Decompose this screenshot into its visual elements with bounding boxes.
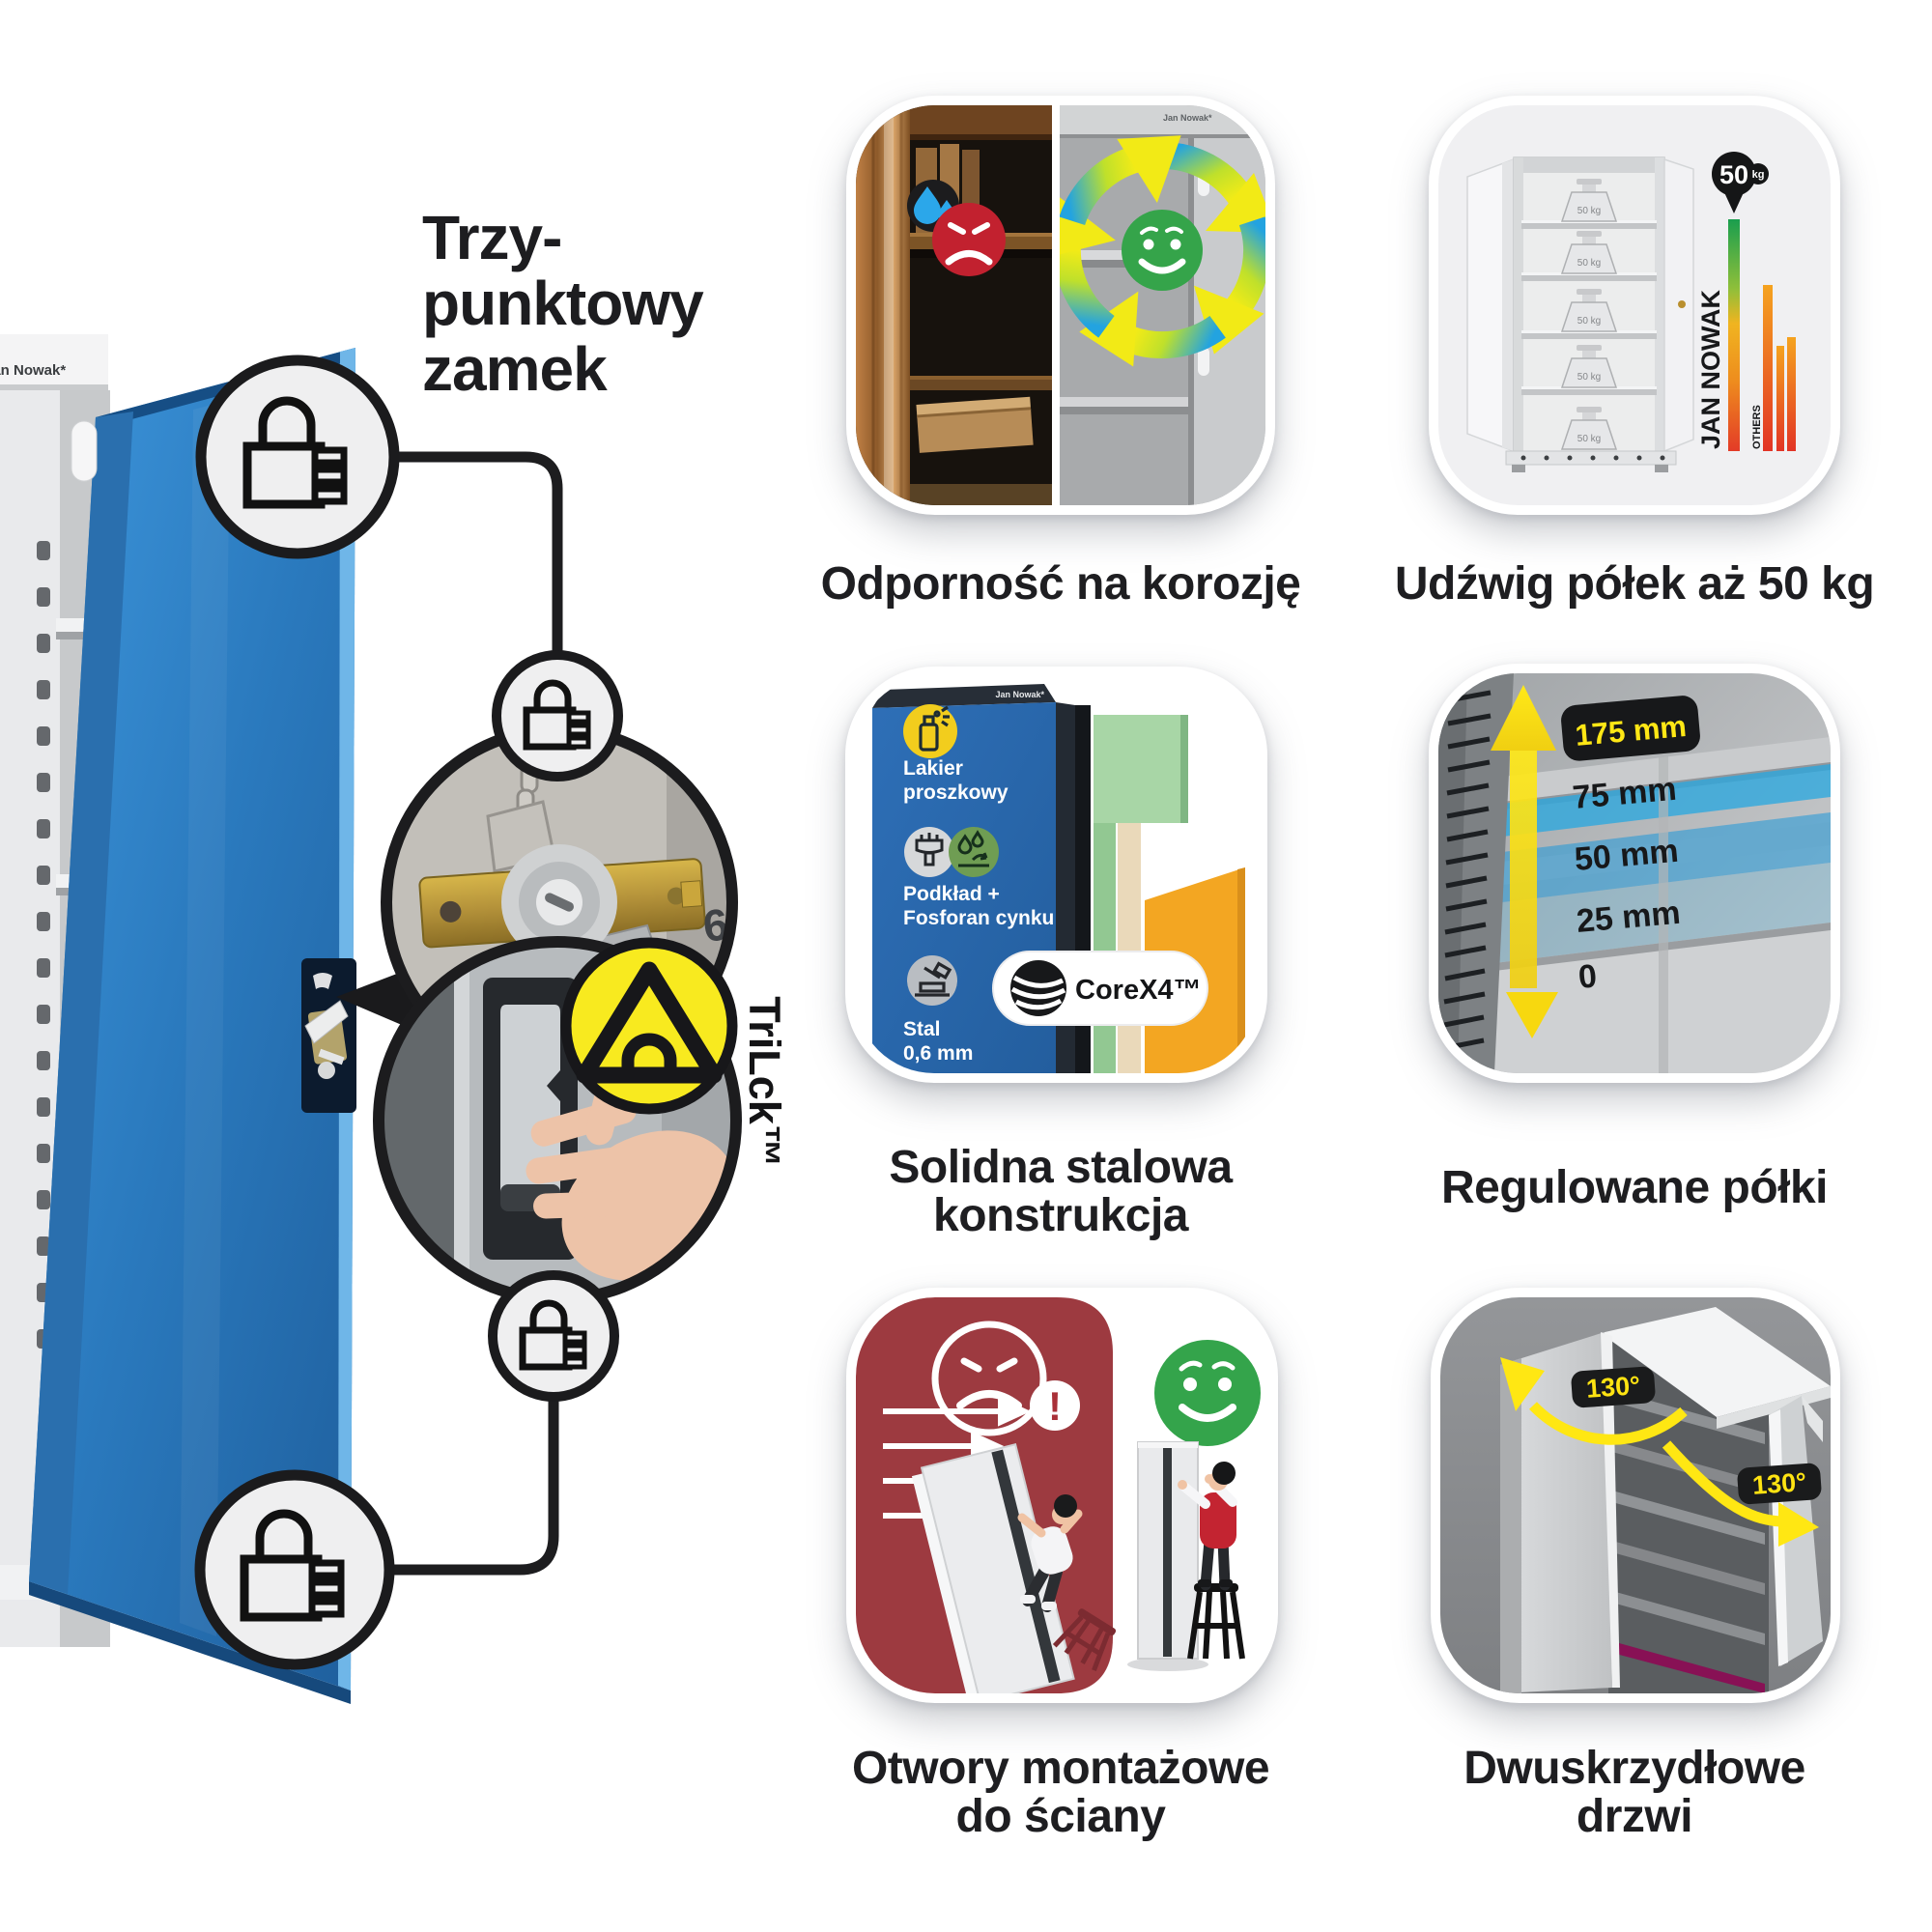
callout-line-top [394,451,563,654]
height-labels: 175 mm 75 mm 50 mm 25 mm 0 [1561,696,1700,996]
alert-badge: ! [1030,1380,1080,1431]
caption-corrosion: Odporność na korozję [820,558,1301,610]
brush-icon [915,833,944,867]
door-hinge [71,420,98,482]
padlock-icon [242,396,348,509]
spray-can-icon [919,705,950,752]
upright-cabinet [1137,1441,1199,1660]
door-handle [500,1005,560,1206]
svg-text:50 kg: 50 kg [1577,206,1601,216]
hammer-icon [915,961,952,997]
shelf-scene [1494,733,1831,1073]
cabinet-with-weights: 50 kg 50 kg 50 kg 50 kg 50 kg [1466,156,1694,472]
zinc-drops-icon [957,830,989,867]
brand-label: Jan Nowak* [1163,113,1212,123]
trilck-label: TriLck™ [740,996,789,1168]
old-wooden-cabinet [856,105,1052,505]
svg-text:50 kg: 50 kg [1577,316,1601,327]
cardboard-box [916,396,1034,453]
helper-boy [1178,1462,1237,1591]
lockpoint-bottom-left [194,1469,395,1670]
svg-text:Fosforan cynku: Fosforan cynku [903,907,1054,929]
trilck-shackle-icon [621,1033,677,1075]
svg-text:130°: 130° [1585,1371,1641,1404]
tile-double-doors: 130° 130° [1431,1288,1840,1703]
title-line-3: zamek [422,334,608,404]
svg-text:50 mm: 50 mm [1573,833,1680,878]
brand-label: Jan Nowak* [995,690,1044,699]
brand-label: Jan Nowak* [0,362,66,379]
trilck-tent-icon [576,961,723,1084]
tile-wall-mounting: ! [846,1288,1278,1703]
padlock-icon [240,1509,345,1622]
feature-powder-coating: Lakier proszkowy [903,704,1009,804]
trilck-badge [560,937,738,1115]
climbing-boy [1017,1494,1083,1612]
padlock-icon [523,679,591,751]
door-lock-cutout [301,958,356,1113]
page-title: Trzy- punktowy zamek [422,203,704,404]
bar-jannowak [1728,219,1740,451]
others-label: OTHERS [1751,405,1763,449]
svg-text:50 kg: 50 kg [1577,434,1601,444]
bar-other-3 [1787,337,1796,451]
happy-face-icon [1122,210,1203,291]
bar-other-2 [1776,346,1784,451]
height-ruler [1438,673,1514,1073]
svg-text:kg: kg [1752,169,1765,181]
tile-adjustable-shelves: 175 mm 75 mm 50 mm 25 mm 0 [1429,664,1840,1083]
svg-text:130°: 130° [1751,1467,1807,1500]
svg-text:CoreX4™: CoreX4™ [1075,975,1202,1006]
cabinet-lock-scene: Jan Nowak* [0,334,742,1704]
svg-text:0: 0 [1577,957,1598,996]
tile-shelf-load: 50 kg 50 kg 50 kg 50 kg 50 kg 50 kg [1429,96,1840,515]
svg-text:!: ! [1048,1383,1062,1429]
lockpoint-bottom [488,1270,619,1402]
metal-cabinet: Jan Nowak* [1060,105,1265,505]
tilting-cabinet [911,1443,1075,1693]
falling-stool [1052,1608,1117,1672]
lockpoint-top [195,355,400,559]
title-line-1: Trzy- [422,203,562,272]
svg-text:0,6 mm: 0,6 mm [903,1042,973,1065]
bar-other-1 [1763,285,1773,451]
padlock-icon [519,1299,587,1371]
caption-load: Udźwig półek aż 50 kg [1394,558,1875,610]
svg-text:Podkład +: Podkład + [903,883,1000,905]
svg-text:50 kg: 50 kg [1577,372,1601,383]
caption-shelves: Regulowane półki [1440,1162,1829,1213]
tile-corrosion: Jan Nowak* [846,96,1275,515]
sad-face-outline-icon [931,1321,1047,1436]
load-chart: JAN NOWAK OTHERS [1696,219,1796,451]
svg-text:75 mm: 75 mm [1571,771,1678,816]
svg-text:50 kg: 50 kg [1577,258,1601,269]
shelf-slots [37,541,50,1349]
recycle-arrows [1060,135,1265,367]
svg-text:Stal: Stal [903,1018,941,1040]
door-swing-arrows [1500,1357,1819,1547]
svg-text:50: 50 [1719,160,1748,189]
svg-text:25 mm: 25 mm [1575,895,1682,940]
load-badge: 50 kg [1712,152,1769,213]
svg-text:proszkowy: proszkowy [903,781,1009,804]
adjust-arrow [1491,685,1558,1038]
title-line-2: punktowy [422,269,704,338]
bar-label: JAN NOWAK [1696,289,1725,449]
happy-face-icon [1154,1340,1261,1446]
cabinet-door [29,348,356,1704]
lockpoint-middle [492,650,623,781]
angle-labels: 130° 130° [1571,1366,1822,1505]
feature-steel: Stal 0,6 mm [903,955,973,1065]
isometric-cabinet [1500,1307,1831,1693]
svg-text:Lakier: Lakier [903,757,963,780]
feature-primer-zinc: Podkład + Fosforan cynku [903,827,1054,929]
tile-steel-construction: Jan Nowak* Lakier proszkowy [845,667,1267,1083]
sad-face-icon [932,203,1006,276]
weights: 50 kg 50 kg 50 kg 50 kg 50 kg [1560,179,1618,450]
callout-line-bottom [390,1398,559,1576]
corex-badge: CoreX4™ [992,951,1208,1026]
